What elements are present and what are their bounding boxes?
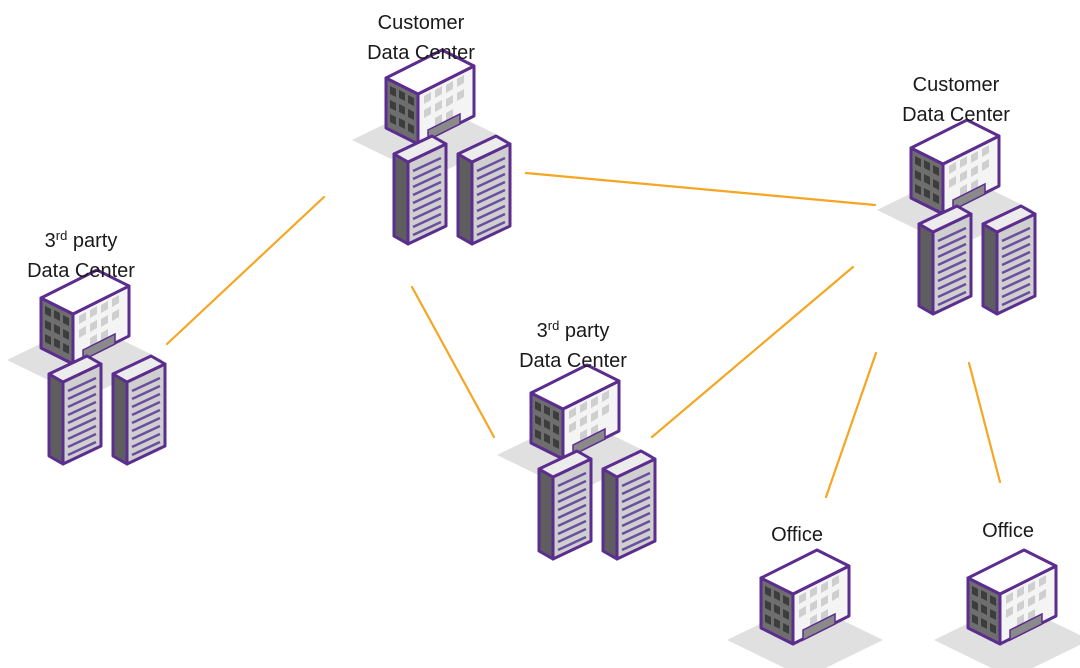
label-third-party-dc-1: 3rd party Data Center bbox=[27, 228, 135, 282]
node-customer-dc-1-icon bbox=[352, 50, 510, 244]
node-third-party-dc-1-icon bbox=[7, 270, 165, 464]
node-third-party-dc-2-icon bbox=[497, 365, 655, 559]
label-third-party-dc-2: 3rd party Data Center bbox=[519, 318, 627, 372]
label-office-2: Office bbox=[982, 520, 1034, 542]
link-third-party-dc-2-to-customer-dc-2 bbox=[650, 265, 855, 439]
links bbox=[165, 171, 1002, 499]
link-third-party-dc-1-to-customer-dc-1 bbox=[165, 195, 326, 346]
link-customer-dc-2-to-office-1 bbox=[824, 351, 878, 499]
link-customer-dc-1-to-customer-dc-2 bbox=[524, 171, 877, 207]
node-office-2-icon bbox=[932, 548, 1080, 668]
node-customer-dc-2-icon bbox=[877, 120, 1035, 314]
label-customer-dc-2: Customer Data Center bbox=[902, 74, 1010, 126]
link-customer-dc-2-to-office-2 bbox=[967, 361, 1002, 484]
label-customer-dc-1: Customer Data Center bbox=[367, 12, 475, 64]
node-office-1-icon bbox=[725, 548, 885, 668]
label-office-1: Office bbox=[771, 524, 823, 546]
link-customer-dc-1-to-third-party-dc-2 bbox=[410, 285, 496, 439]
